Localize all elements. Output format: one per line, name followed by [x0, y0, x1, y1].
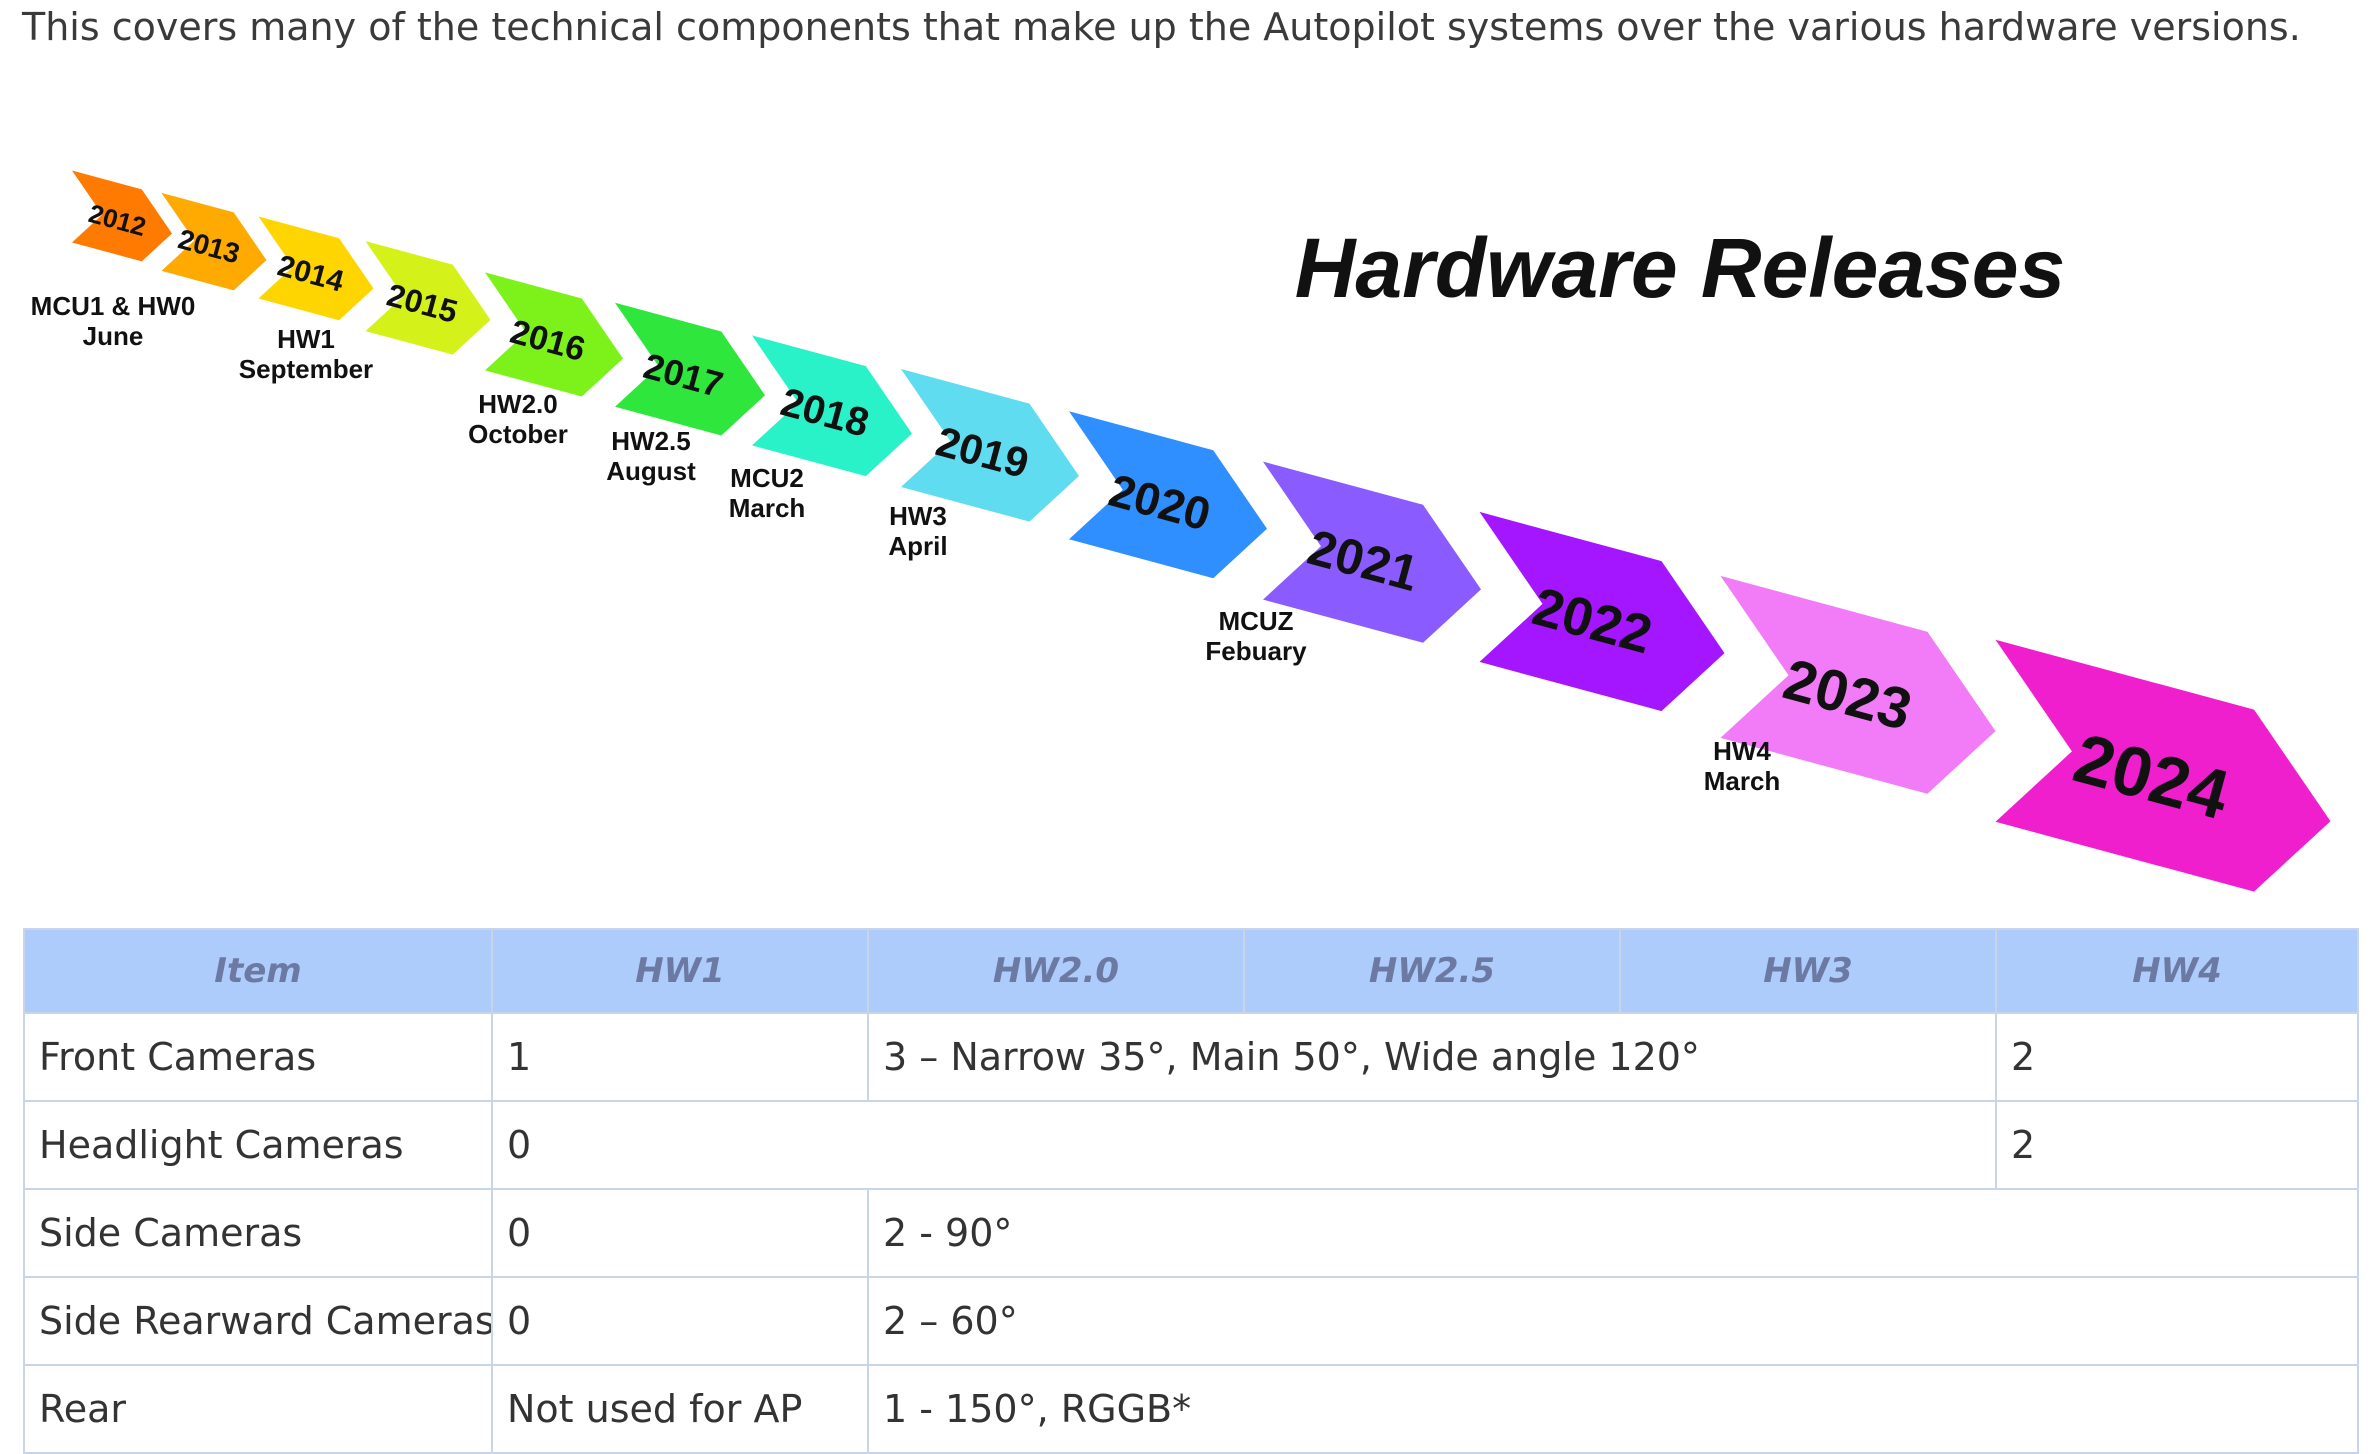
annotation-month: March: [729, 493, 806, 523]
cell-item: Front Cameras: [23, 1012, 493, 1102]
table-header-row: Item HW1 HW2.0 HW2.5 HW3 HW4: [23, 928, 2359, 1014]
year-arrow-2019: [901, 368, 1079, 522]
cell-item: Side Rearward Cameras: [23, 1276, 493, 1366]
year-arrow-2022: [1479, 511, 1725, 712]
table-row-rear: Rear Not used for AP 1 - 150°, RGGB*: [23, 1364, 2359, 1454]
year-arrow-2021: [1263, 461, 1481, 643]
year-arrow-2018: [752, 335, 912, 477]
timeline-arrows: [72, 170, 2331, 892]
cell-hw1: 1: [491, 1012, 869, 1102]
header-hw2-0: HW2.0: [867, 928, 1245, 1014]
header-hw1: HW1: [491, 928, 869, 1014]
table-row-headlight-cameras: Headlight Cameras 0 2: [23, 1100, 2359, 1190]
annotation-release: HW4: [1713, 736, 1771, 766]
header-hw4: HW4: [1995, 928, 2359, 1014]
annotation-release: MCUZ: [1218, 606, 1293, 636]
year-arrow-2017: [615, 302, 765, 436]
annotation-month: April: [888, 531, 947, 561]
timeline-year-labels: 2012201320142015201620172018201920202021…: [86, 198, 2237, 834]
annotation-month: Febuary: [1205, 636, 1307, 666]
annotation-release: HW2.0: [478, 389, 557, 419]
year-arrow-2016: [485, 272, 623, 397]
annotation-release: HW2.5: [611, 426, 690, 456]
year-arrow-2012: [72, 170, 172, 262]
cell-item: Side Cameras: [23, 1188, 493, 1278]
cell-hw2-to-hw4: 1 - 150°, RGGB*: [867, 1364, 2359, 1454]
table-row-side-cameras: Side Cameras 0 2 - 90°: [23, 1188, 2359, 1278]
annotation-month: August: [606, 456, 696, 486]
cell-hw2-to-hw4: 2 - 90°: [867, 1188, 2359, 1278]
cell-hw4: 2: [1995, 1100, 2359, 1190]
cell-hw1: 0: [491, 1188, 869, 1278]
cell-hw1: Not used for AP: [491, 1364, 869, 1454]
cell-item: Rear: [23, 1364, 493, 1454]
table-row-front-cameras: Front Cameras 1 3 – Narrow 35°, Main 50°…: [23, 1012, 2359, 1102]
intro-paragraph: This covers many of the technical compon…: [22, 5, 2301, 49]
annotation-release: MCU1 & HW0: [31, 291, 196, 321]
annotation-month: September: [239, 354, 373, 384]
header-item: Item: [23, 928, 493, 1014]
cell-hw2-to-hw4: 2 – 60°: [867, 1276, 2359, 1366]
hardware-releases-timeline: 2012201320142015201620172018201920202021…: [31, 170, 2331, 892]
header-hw2-5: HW2.5: [1243, 928, 1621, 1014]
annotation-release: MCU2: [730, 463, 804, 493]
year-arrow-2015: [365, 241, 491, 355]
year-arrow-2020: [1069, 411, 1267, 579]
cell-hw1-to-hw3: 0: [491, 1100, 1997, 1190]
year-arrow-2013: [161, 192, 267, 291]
timeline-title: Hardware Releases: [1295, 221, 2065, 315]
cell-hw2-to-hw3: 3 – Narrow 35°, Main 50°, Wide angle 120…: [867, 1012, 1997, 1102]
year-arrow-2024: [1995, 639, 2331, 892]
hardware-comparison-table: Item HW1 HW2.0 HW2.5 HW3 HW4 Front Camer…: [23, 928, 2359, 1454]
header-hw3: HW3: [1619, 928, 1997, 1014]
year-arrow-2014: [258, 216, 374, 321]
table-row-side-rearward-cameras: Side Rearward Cameras 0 2 – 60°: [23, 1276, 2359, 1366]
annotation-month: October: [468, 419, 568, 449]
year-arrow-2023: [1720, 575, 1996, 794]
cell-hw1: 0: [491, 1276, 869, 1366]
annotation-release: HW1: [277, 324, 335, 354]
annotation-release: HW3: [889, 501, 947, 531]
annotation-month: March: [1704, 766, 1781, 796]
cell-hw4: 2: [1995, 1012, 2359, 1102]
annotation-month: June: [83, 321, 144, 351]
cell-item: Headlight Cameras: [23, 1100, 493, 1190]
